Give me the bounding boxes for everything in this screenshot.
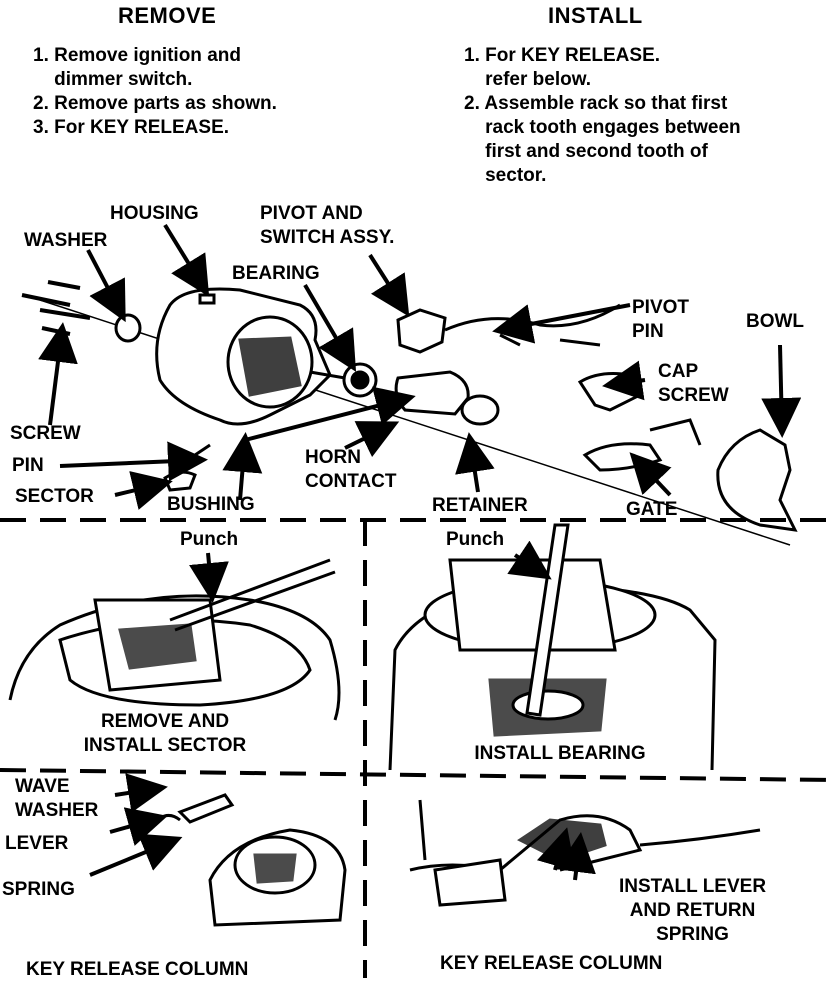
pin-label: PIN <box>12 455 44 476</box>
leader-arrows <box>38 223 802 510</box>
wave-washer-label-line1: WAVE <box>15 776 70 797</box>
install-lever-line3: SPRING <box>656 924 729 945</box>
pivot-switch-label-line1: PIVOT AND <box>260 203 363 224</box>
wave-washer-label-line2: WASHER <box>15 800 99 821</box>
screws-drawing <box>21 280 91 336</box>
lower-right-arrows <box>536 827 596 881</box>
cap-screw-drawing <box>649 418 702 446</box>
bearing-drawing <box>309 362 378 398</box>
washer-drawing <box>114 313 142 343</box>
remove-heading: REMOVE <box>118 3 217 28</box>
punch-left-arrow <box>189 552 229 603</box>
pivot-switch-label-line2: SWITCH ASSY. <box>260 227 395 248</box>
install-step: 2. Assemble rack so that first <box>464 93 728 114</box>
lower-left-arrows <box>89 773 183 877</box>
pivot-pin-label-line1: PIVOT <box>632 297 690 318</box>
horn-contact-drawing <box>394 370 500 426</box>
install-lever-line1: INSTALL LEVER <box>618 876 767 897</box>
bowl-drawing <box>716 428 798 532</box>
remove-step: 3. For KEY RELEASE. <box>33 117 230 138</box>
housing-drawing <box>155 287 332 426</box>
horn-contact-label-line1: HORN <box>305 447 361 468</box>
pivot-pin-label-line2: PIN <box>632 321 664 342</box>
install-lever-line2: AND RETURN <box>629 900 756 921</box>
punch-left-tool <box>169 558 336 632</box>
bearing-panel-drawing <box>388 558 717 771</box>
sector-caption-line1: REMOVE AND <box>100 711 230 732</box>
punch-left-label: Punch <box>180 529 239 550</box>
lever-label: LEVER <box>5 833 69 854</box>
cap-drawing <box>577 372 643 412</box>
remove-step: dimmer switch. <box>33 69 193 90</box>
bowl-label: BOWL <box>746 311 805 332</box>
install-steps: 1. For KEY RELEASE. refer below. 2. Asse… <box>464 44 741 188</box>
install-step: rack tooth engages between <box>464 117 741 138</box>
remove-step: 2. Remove parts as shown. <box>33 93 277 114</box>
panel-dividers <box>0 518 832 978</box>
install-step: refer below. <box>464 69 592 90</box>
bearing-caption: INSTALL BEARING <box>474 743 646 764</box>
cap-screw-label-line1: CAP <box>658 361 699 382</box>
pin-drawing <box>194 443 211 457</box>
bushing-label: BUSHING <box>167 494 255 515</box>
remove-step: 1. Remove ignition and <box>33 45 241 66</box>
install-step: sector. <box>464 165 547 186</box>
cap-screw-label-line2: SCREW <box>658 385 729 406</box>
retainer-label: RETAINER <box>432 495 528 516</box>
housing-label: HOUSING <box>110 203 199 224</box>
install-heading: INSTALL <box>548 3 643 28</box>
bearing-label: BEARING <box>232 263 320 284</box>
gate-drawing <box>582 442 663 472</box>
install-step: first and second tooth of <box>464 141 708 162</box>
horn-contact-label-line2: CONTACT <box>305 471 397 492</box>
sector-drawing <box>163 470 197 492</box>
sector-panel-drawing <box>8 594 341 721</box>
key-release-column-right: KEY RELEASE COLUMN <box>440 953 663 974</box>
sector-label: SECTOR <box>15 486 94 507</box>
washer-label: WASHER <box>24 230 108 251</box>
key-release-column-left: KEY RELEASE COLUMN <box>26 959 249 980</box>
spring-label: SPRING <box>2 879 75 900</box>
install-step: 1. For KEY RELEASE. <box>464 45 661 66</box>
gate-label: GATE <box>626 499 678 520</box>
screw-label: SCREW <box>10 423 81 444</box>
lever-spring-drawing <box>159 793 347 927</box>
sector-caption-line2: INSTALL SECTOR <box>83 735 247 756</box>
remove-steps: 1. Remove ignition and dimmer switch. 2.… <box>33 44 277 140</box>
punch-right-arrow <box>507 540 552 580</box>
punch-right-tool <box>525 523 570 717</box>
punch-right-label: Punch <box>446 529 505 550</box>
